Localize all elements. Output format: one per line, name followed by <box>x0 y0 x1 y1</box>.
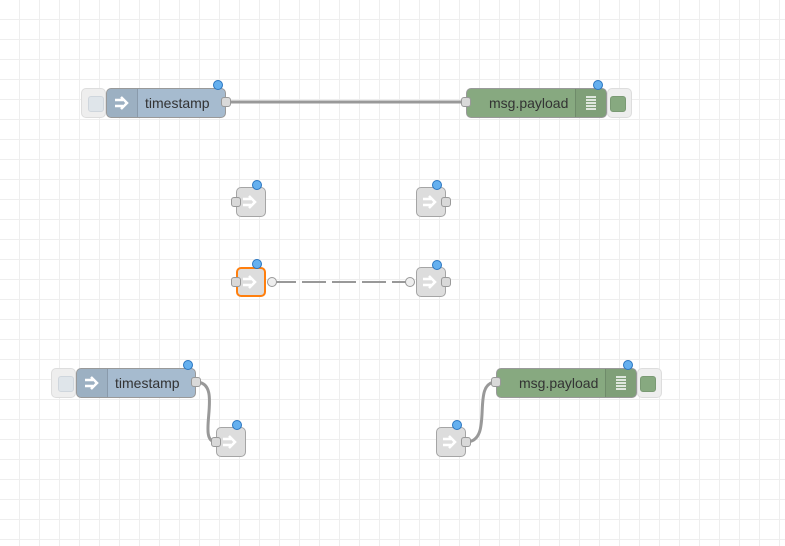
changed-indicator <box>252 180 262 190</box>
changed-indicator <box>452 420 462 430</box>
changed-indicator <box>432 260 442 270</box>
debug-node-icon-box <box>605 369 636 397</box>
inject-node-timestamp[interactable]: timestamp <box>76 368 196 398</box>
debug-list-icon <box>586 96 596 110</box>
inject-output-port[interactable] <box>221 97 231 107</box>
link-icon <box>443 435 457 449</box>
link-icon <box>423 195 437 209</box>
inject-node-timestamp[interactable]: timestamp <box>106 88 226 118</box>
debug-toggle-button[interactable] <box>607 88 632 118</box>
changed-indicator <box>252 259 262 269</box>
debug-toggle-button-face <box>640 376 656 392</box>
link-input-port[interactable] <box>231 197 241 207</box>
debug-node-msg-payload[interactable]: msg.payload <box>496 368 637 398</box>
debug-toggle-button[interactable] <box>637 368 662 398</box>
inject-node-label: timestamp <box>115 375 180 391</box>
changed-indicator <box>432 180 442 190</box>
link-out-node[interactable] <box>216 427 246 457</box>
link-node-selected[interactable] <box>236 267 266 297</box>
link-icon <box>243 275 257 289</box>
inject-arrow-icon <box>85 376 99 390</box>
inject-node-label: timestamp <box>145 95 210 111</box>
debug-toggle-button-face <box>610 96 626 112</box>
changed-indicator <box>213 80 223 90</box>
link-icon <box>243 195 257 209</box>
wire-link-in-to-debug[interactable] <box>465 380 497 444</box>
inject-node-icon-box <box>77 369 108 397</box>
changed-indicator <box>593 80 603 90</box>
inject-trigger-button[interactable] <box>51 368 76 398</box>
inject-arrow-icon <box>115 96 129 110</box>
wire-inject-to-link-out[interactable] <box>195 380 217 444</box>
debug-input-port[interactable] <box>461 97 471 107</box>
inject-trigger-button-face <box>88 96 104 112</box>
link-input-port[interactable] <box>211 437 221 447</box>
changed-indicator <box>232 420 242 430</box>
changed-indicator <box>183 360 193 370</box>
debug-node-icon-box <box>575 89 606 117</box>
link-icon <box>223 435 237 449</box>
link-virtual-port[interactable] <box>405 277 415 287</box>
inject-node-icon-box <box>107 89 138 117</box>
changed-indicator <box>623 360 633 370</box>
link-in-node[interactable] <box>236 187 266 217</box>
link-output-port[interactable] <box>461 437 471 447</box>
link-icon <box>423 275 437 289</box>
debug-node-label: msg.payload <box>489 95 569 111</box>
link-output-port[interactable] <box>441 277 451 287</box>
debug-list-icon <box>616 376 626 390</box>
link-input-port[interactable] <box>231 277 241 287</box>
debug-node-label: msg.payload <box>519 375 599 391</box>
link-virtual-port[interactable] <box>267 277 277 287</box>
inject-trigger-button[interactable] <box>81 88 106 118</box>
link-output-port[interactable] <box>441 197 451 207</box>
inject-trigger-button-face <box>58 376 74 392</box>
inject-output-port[interactable] <box>191 377 201 387</box>
debug-input-port[interactable] <box>491 377 501 387</box>
debug-node-msg-payload[interactable]: msg.payload <box>466 88 607 118</box>
